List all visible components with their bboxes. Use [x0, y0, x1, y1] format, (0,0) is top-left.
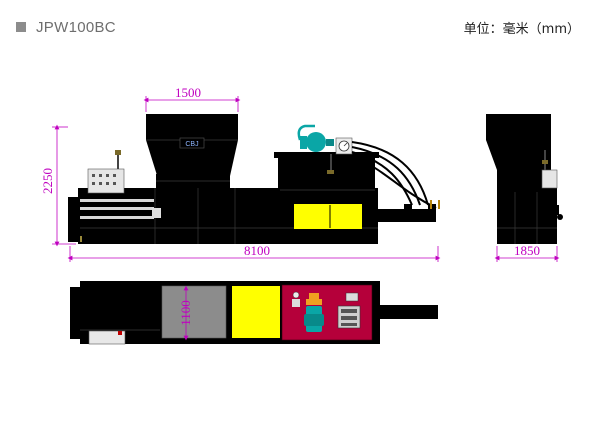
hydraulic-hoses	[351, 141, 437, 209]
hopper	[146, 114, 238, 185]
top-control-box	[88, 330, 126, 345]
side-hopper	[486, 114, 551, 192]
side-view	[486, 114, 563, 244]
unit-label: 单位：毫米（mm）	[463, 22, 580, 37]
side-body	[497, 188, 557, 244]
title-square-icon	[16, 22, 26, 32]
motor	[306, 132, 326, 152]
control-box	[87, 168, 125, 194]
side-control-box	[541, 169, 558, 189]
chamber-floor	[161, 285, 227, 339]
model-title: JPW100BC	[36, 18, 116, 36]
top-dimensions: 1100	[178, 285, 193, 341]
top-ram	[232, 286, 280, 338]
top-cylinder	[380, 305, 438, 319]
ram-block	[294, 204, 362, 229]
logo-text: CBJ	[185, 141, 198, 148]
front-dimensions: 1500 2250 8100	[40, 85, 441, 262]
top-view	[70, 281, 438, 345]
dim-hopper-width: 1500	[175, 85, 201, 100]
bale-door	[68, 197, 80, 242]
main-cylinder	[378, 209, 436, 222]
hydraulic-house	[278, 157, 375, 191]
dim-height: 2250	[40, 168, 55, 194]
logo-plate	[179, 137, 205, 149]
side-dimensions: 1850	[494, 243, 560, 262]
front-view: CBJ	[68, 114, 440, 244]
dim-length: 8100	[244, 243, 270, 258]
dim-side-width: 1850	[514, 243, 540, 258]
dim-chamber-width: 1100	[178, 300, 193, 326]
title-bar: JPW100BC	[16, 17, 116, 37]
